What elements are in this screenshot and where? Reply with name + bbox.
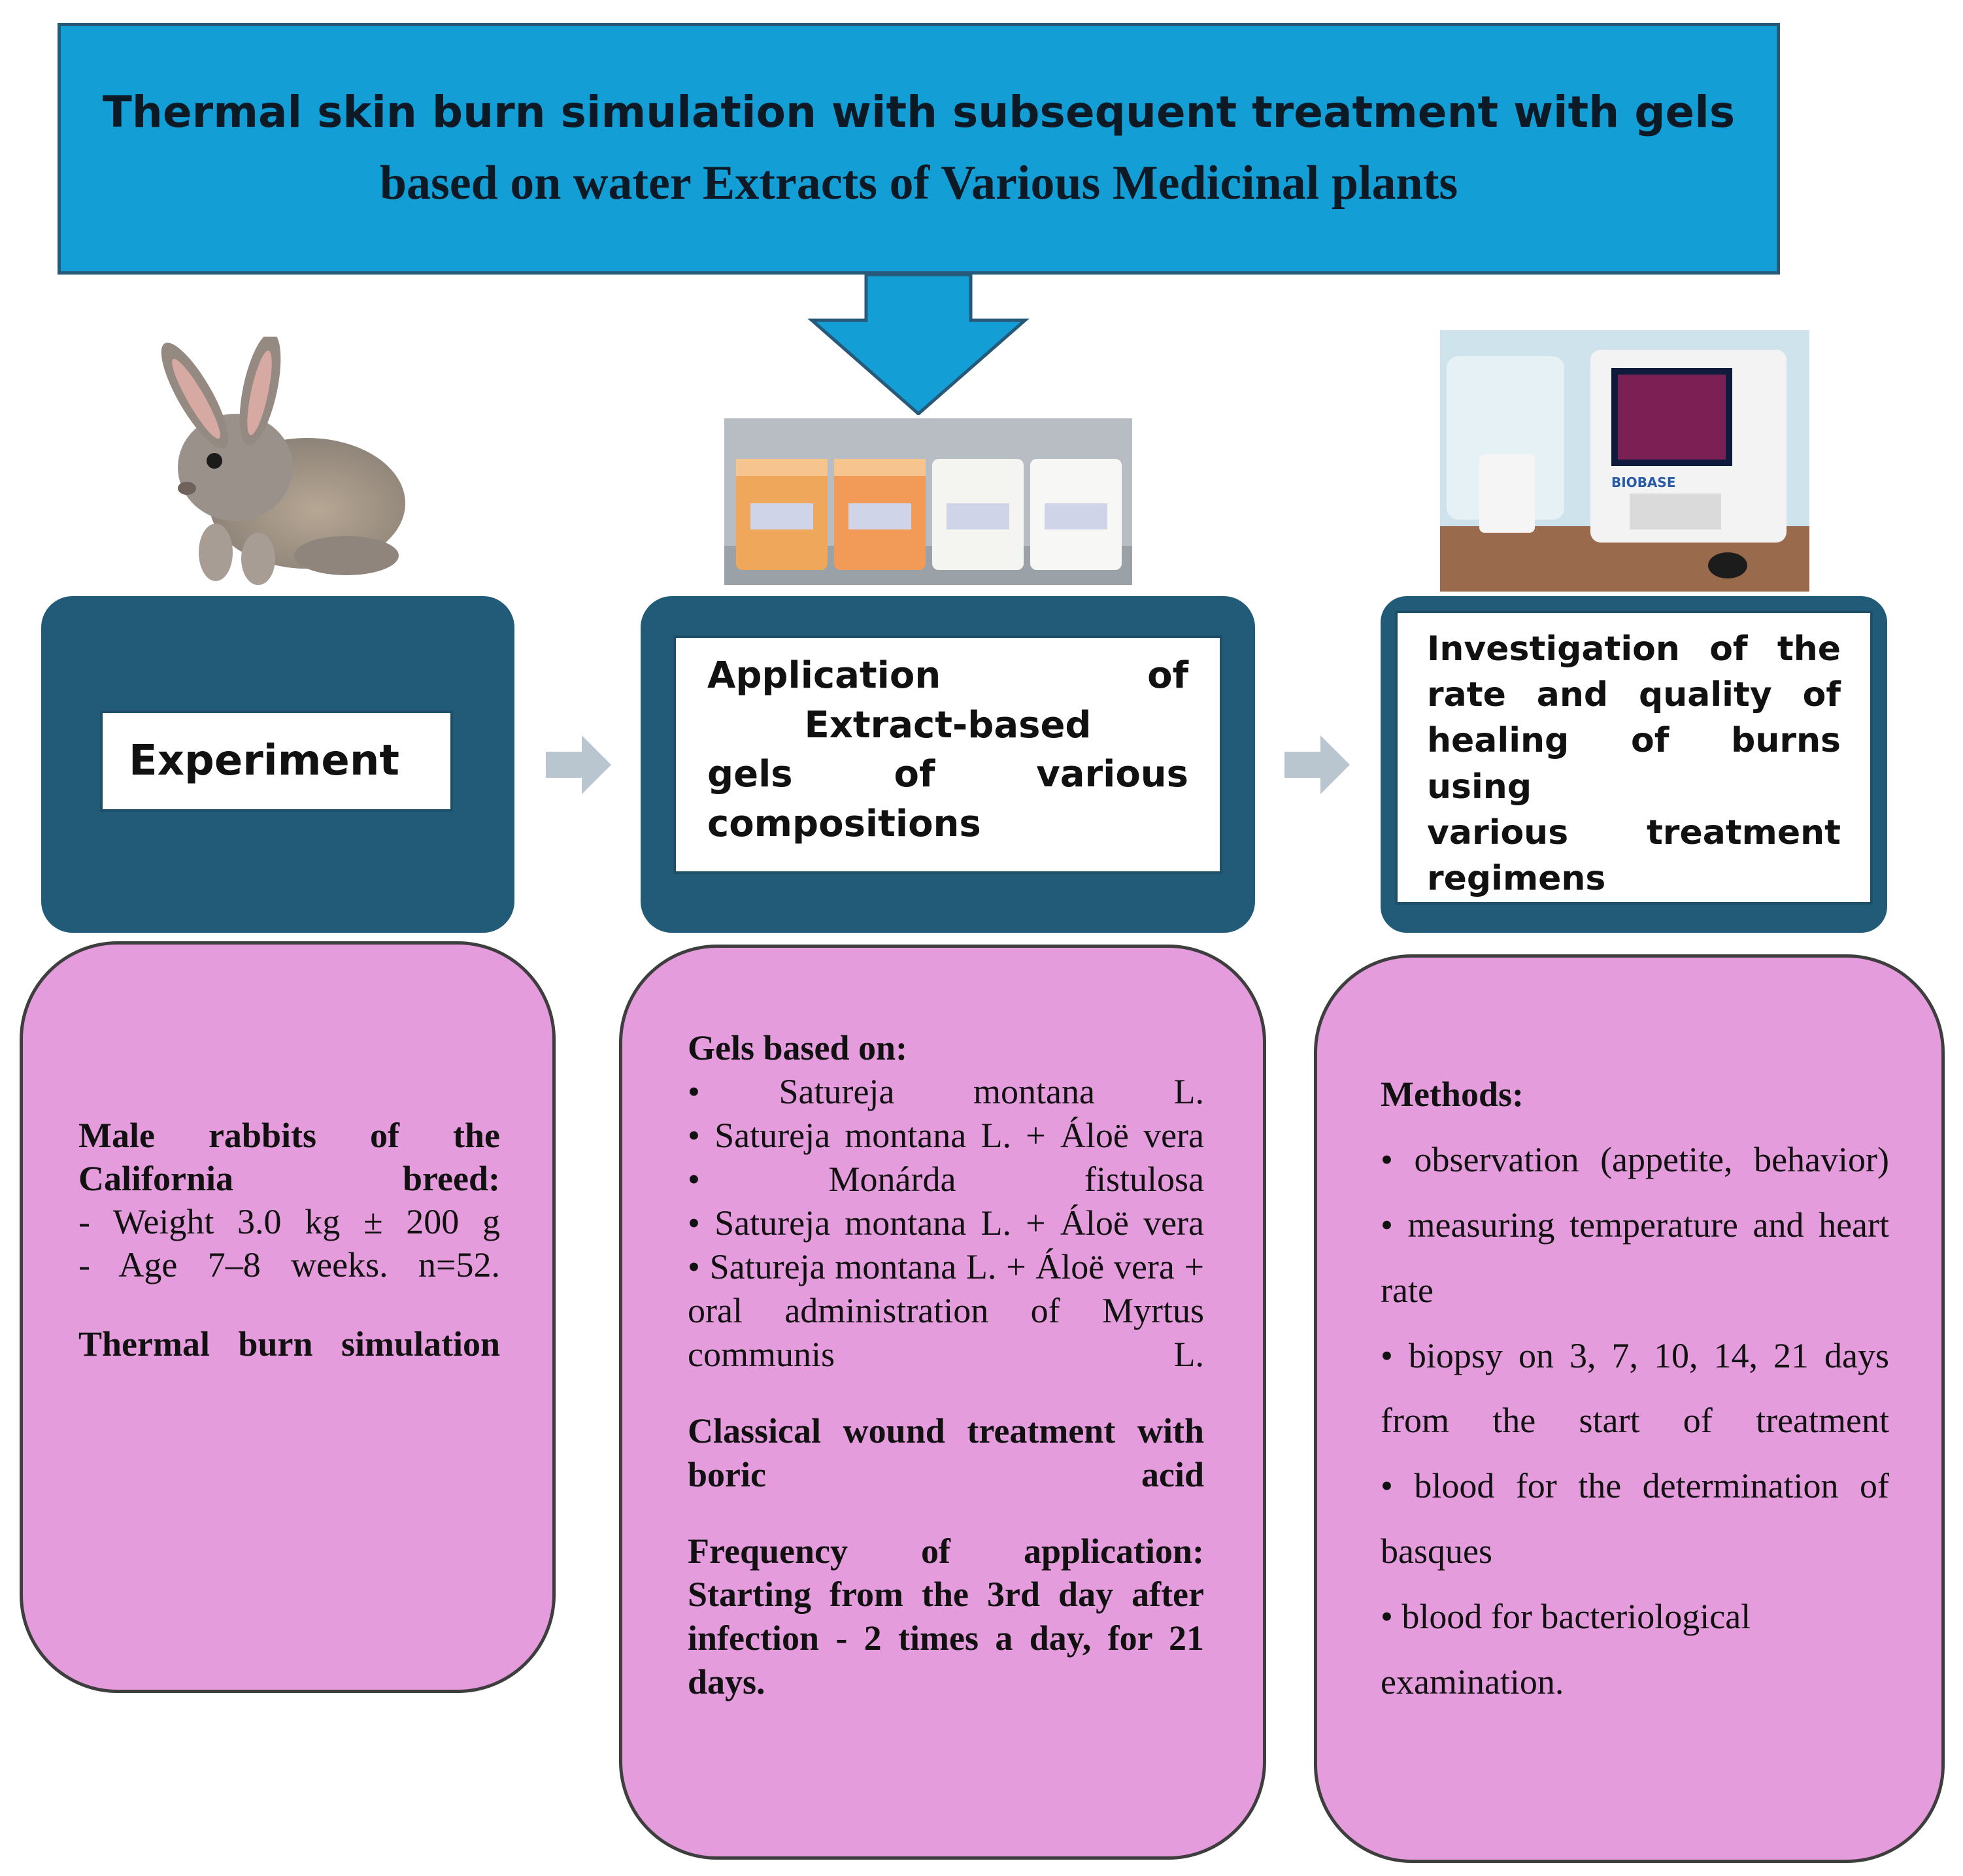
investigation-line-2: rate and quality of: [1427, 675, 1841, 715]
methods-detail-box: Methods: • observation (appetite, behavi…: [1314, 954, 1945, 1863]
right-arrow-icon: [546, 735, 611, 794]
title-banner: Thermal skin burn simulation with subseq…: [58, 23, 1780, 275]
application-line-3: gels of various: [707, 753, 1188, 796]
investigation-line-3: healing of burns using: [1427, 721, 1841, 807]
stage-application: Application of Extract-based gels of var…: [641, 596, 1255, 933]
method-item: • blood for bacteriological examination.: [1381, 1597, 1751, 1702]
gel-item: • Satureja montana L. + Áloë vera: [688, 1115, 1204, 1155]
gel-jars-photo: [724, 418, 1132, 585]
title-line-2: based on water Extracts of Various Medic…: [379, 156, 1458, 210]
investigation-text-box: Investigation of the rate and quality of…: [1395, 611, 1873, 905]
gel-item: • Satureja montana L.: [688, 1071, 1204, 1111]
analyzer-photo: BIOBASE: [1440, 330, 1809, 592]
stage-investigation: Investigation of the rate and quality of…: [1381, 596, 1887, 933]
investigation-line-4: various treatment: [1427, 812, 1841, 852]
title-line-1: Thermal skin burn simulation with subseq…: [102, 86, 1736, 137]
right-arrow-icon: [1284, 735, 1350, 794]
method-item: • blood for the determination of basques: [1381, 1466, 1889, 1571]
gels-classical: Classical wound treatment with boric aci…: [688, 1411, 1204, 1494]
method-item: • biopsy on 3, 7, 10, 14, 21 days from t…: [1381, 1335, 1889, 1441]
application-text-box: Application of Extract-based gels of var…: [673, 635, 1222, 874]
gel-item: • Satureja montana L. + Áloë vera: [688, 1203, 1204, 1243]
animals-heading: Male rabbits of the California breed:: [78, 1116, 500, 1198]
down-arrow-icon: [807, 275, 1030, 415]
analyzer-brand-label: BIOBASE: [1611, 475, 1675, 490]
methods-heading: Methods:: [1381, 1075, 1524, 1114]
application-line-1: Application of: [707, 654, 1188, 697]
stage-experiment: Experiment: [41, 596, 514, 933]
gel-item: • Monárda fistulosa: [688, 1159, 1204, 1199]
gels-frequency: Frequency of application: Starting from …: [688, 1531, 1204, 1702]
rabbit-photo: [161, 337, 405, 585]
gel-item: • Satureja montana L. + Áloë vera + oral…: [688, 1247, 1204, 1374]
animals-model: Thermal burn simulation: [78, 1324, 500, 1364]
application-line-4: compositions: [707, 802, 981, 845]
experiment-label: Experiment: [129, 737, 399, 786]
animals-detail-box: Male rabbits of the California breed: - …: [20, 941, 556, 1693]
animals-age: - Age 7–8 weeks. n=52.: [78, 1245, 500, 1284]
gels-detail-box: Gels based on: • Satureja montana L. • S…: [619, 945, 1266, 1860]
investigation-line-5: regimens: [1427, 858, 1606, 898]
investigation-line-1: Investigation of the: [1427, 629, 1841, 669]
experiment-label-box: Experiment: [100, 711, 453, 812]
gels-heading: Gels based on:: [688, 1028, 908, 1067]
animals-weight: - Weight 3.0 kg ± 200 g: [78, 1201, 500, 1241]
method-item: • observation (appetite, behavior): [1381, 1139, 1889, 1179]
method-item: • measuring temperature and heart rate: [1381, 1205, 1889, 1310]
application-line-2: Extract-based: [804, 703, 1092, 746]
